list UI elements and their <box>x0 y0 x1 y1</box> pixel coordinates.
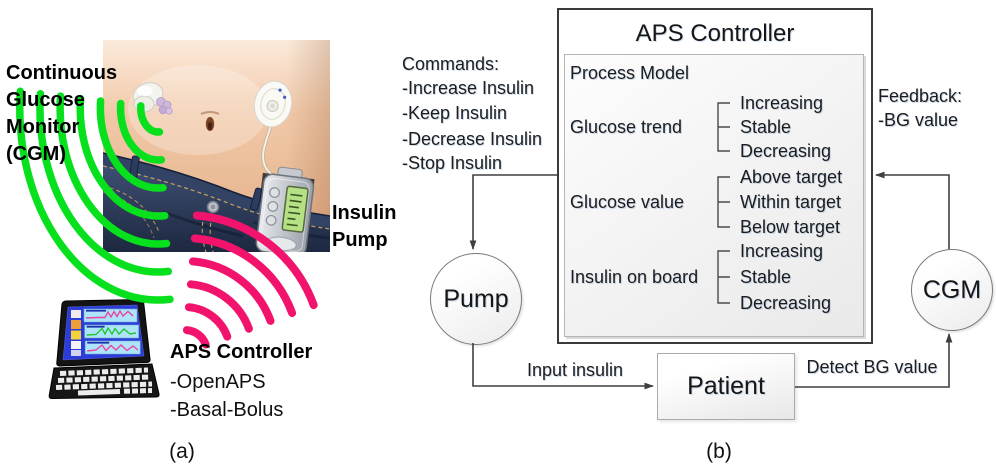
commands-arrow <box>469 174 557 250</box>
laptop-icon <box>48 299 160 399</box>
cgm-node: CGM <box>911 249 993 331</box>
trend-item: Decreasing <box>740 141 832 161</box>
feedback-item: -BG value <box>878 110 959 130</box>
group-label-glucose-trend: Glucose trend <box>570 117 683 137</box>
trend-item: Increasing <box>740 93 824 113</box>
feedback-title: Feedback: <box>878 86 963 106</box>
command-item: -Keep Insulin <box>402 103 508 123</box>
feedback-arrow <box>875 171 950 249</box>
group-label-insulin-on-board: Insulin on board <box>570 267 699 287</box>
cgm-monitor-label: Continuous Glucose Monitor (CGM) <box>6 62 118 165</box>
aps-controller-title: APS Controller <box>635 20 795 47</box>
value-item: Above target <box>740 167 843 187</box>
command-item: -Decrease Insulin <box>402 129 543 149</box>
command-item: -Stop Insulin <box>402 153 503 173</box>
caption-a: (a) <box>169 440 195 463</box>
command-item: -Increase Insulin <box>402 78 535 98</box>
iob-item: Stable <box>740 267 792 287</box>
abdomen-photo <box>101 40 331 257</box>
patient-box: Patient <box>657 353 795 420</box>
iob-item: Decreasing <box>740 293 832 313</box>
commands-title: Commands: <box>402 54 500 74</box>
edge-label-input-insulin: Input insulin <box>526 360 624 380</box>
infusion-set <box>253 80 293 128</box>
process-model-box <box>564 54 864 337</box>
cgm-node-label: CGM <box>922 275 982 304</box>
aps-controller-item: -Basal-Bolus <box>170 399 284 421</box>
aps-controller-item: -OpenAPS <box>170 371 266 393</box>
aps-controller-label: APS Controller <box>170 341 313 363</box>
pump-node: Pump <box>430 253 522 345</box>
insulin-pump-device <box>255 166 315 257</box>
caption-b: (b) <box>706 440 732 463</box>
group-label-glucose-value: Glucose value <box>570 192 685 212</box>
patient-box-label: Patient <box>687 372 765 400</box>
iob-item: Increasing <box>740 241 824 261</box>
value-item: Below target <box>740 217 841 237</box>
aps-controller-box: APS Controller <box>557 8 873 344</box>
pump-node-label: Pump <box>443 284 509 313</box>
process-model-label: Process Model <box>570 63 690 83</box>
edge-label-detect-bg: Detect BG value <box>806 357 938 377</box>
value-item: Within target <box>740 192 842 212</box>
trend-item: Stable <box>740 117 792 137</box>
insulin-pump-label: Insulin Pump <box>332 202 397 251</box>
